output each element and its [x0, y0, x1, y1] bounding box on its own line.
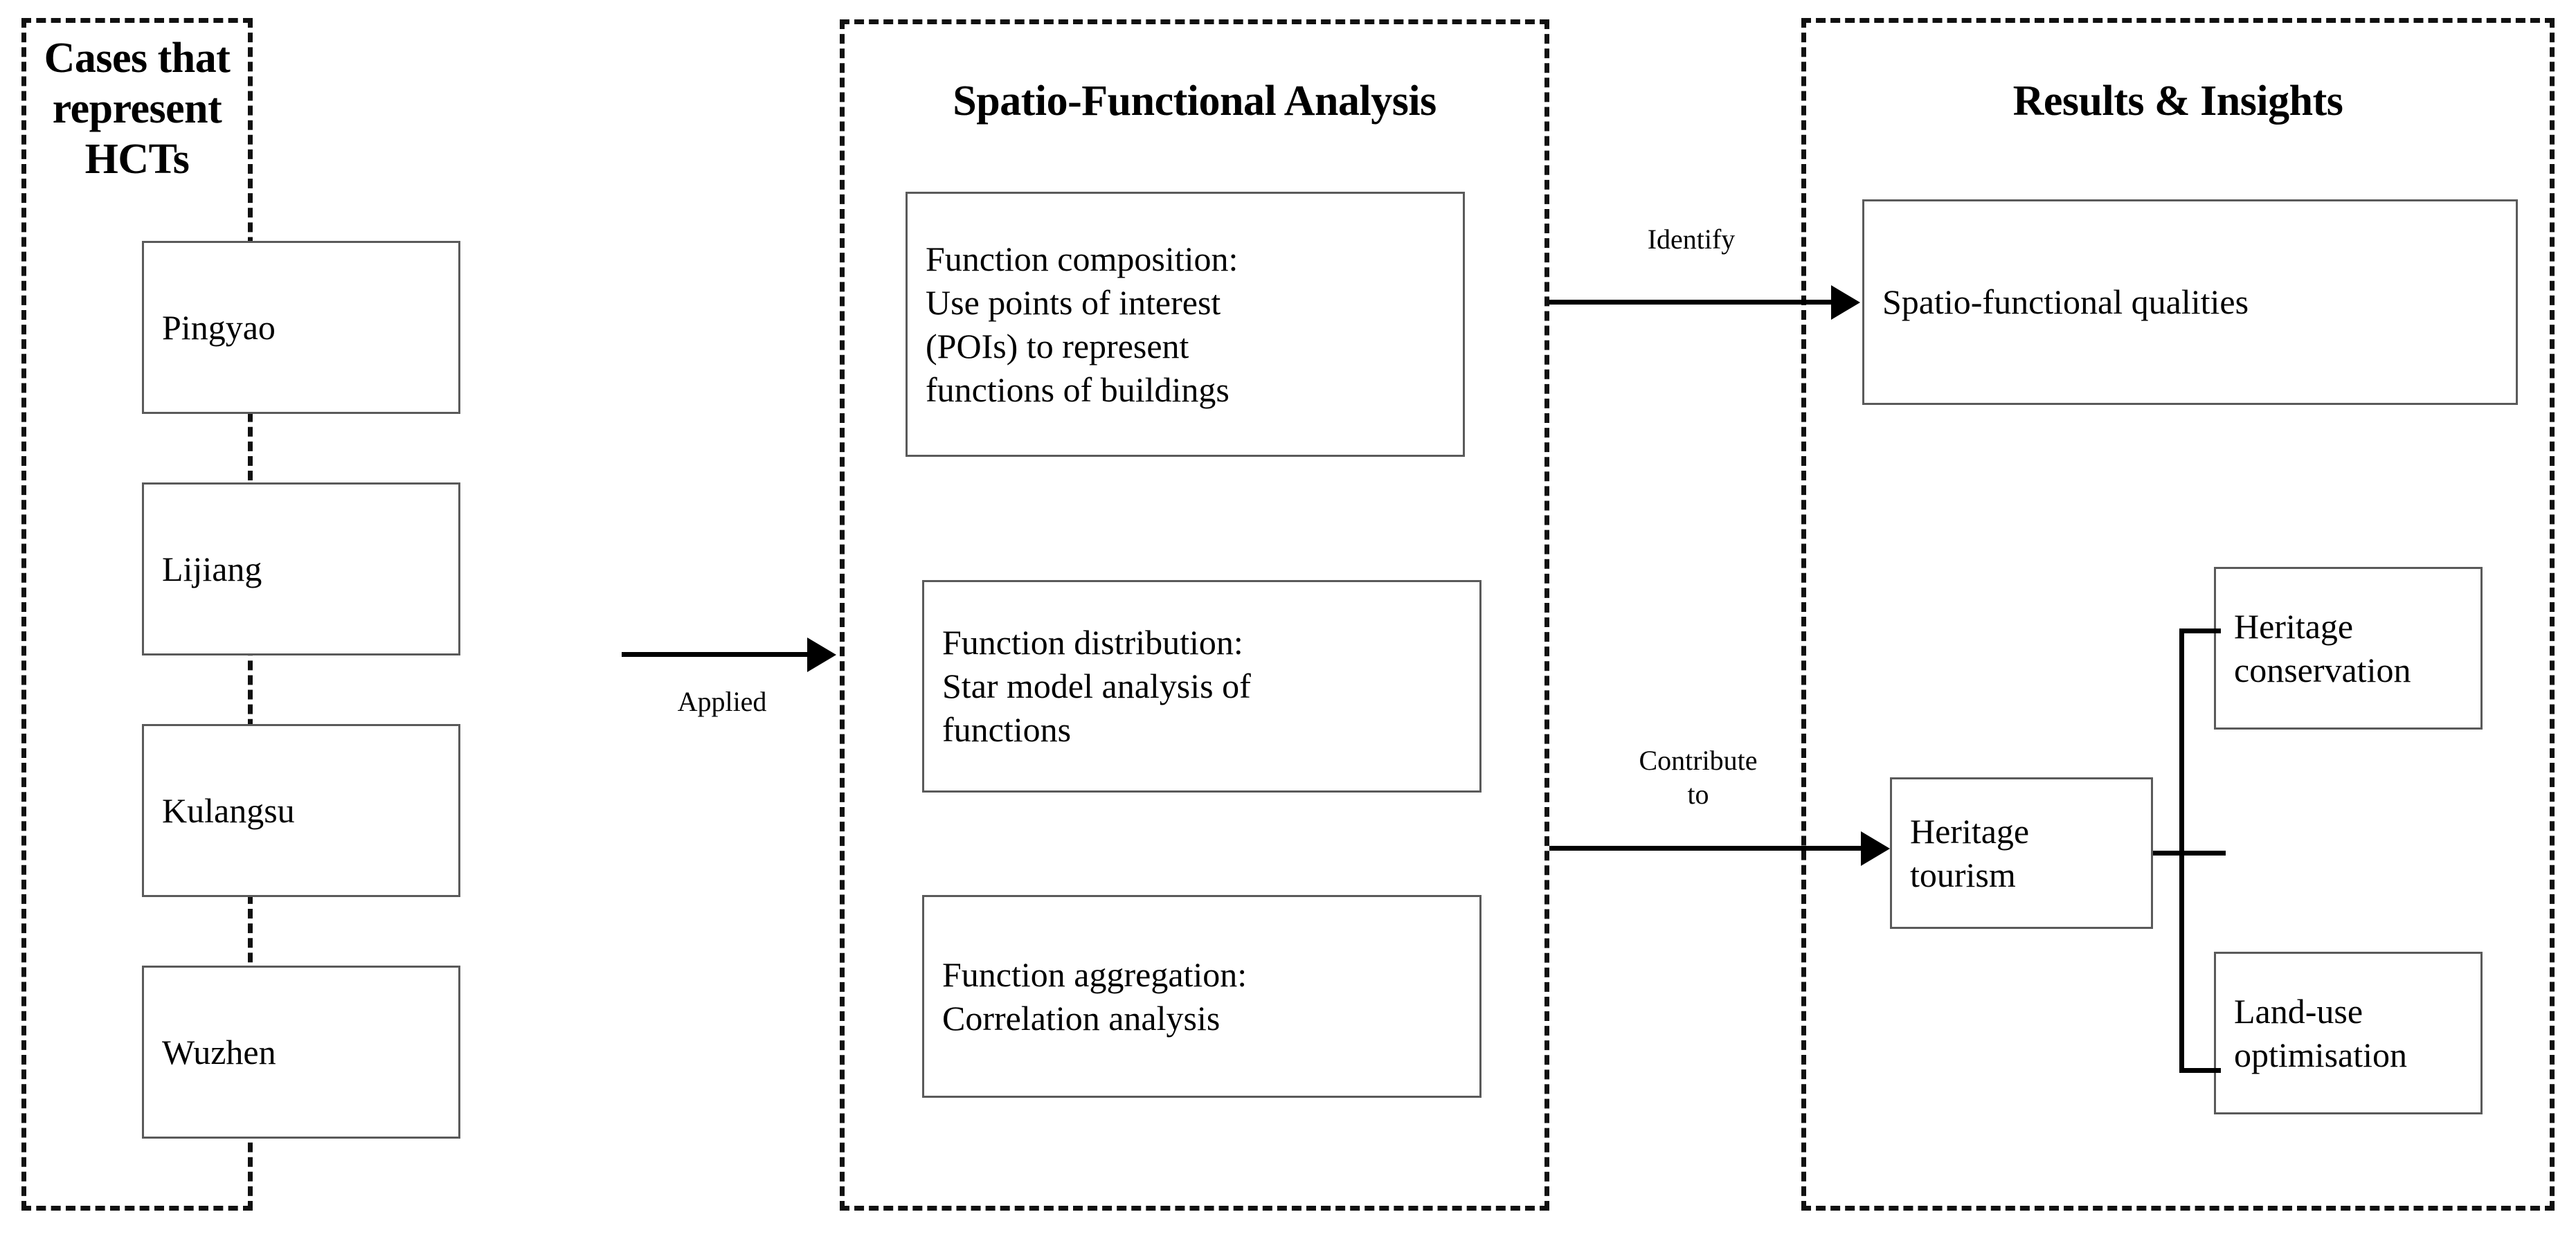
- result-box-heritage-tourism[interactable]: Heritage tourism: [1890, 777, 2153, 929]
- case-box-pingyao[interactable]: Pingyao: [142, 241, 460, 414]
- arrow-contribute-label: Contribute to: [1639, 745, 1758, 810]
- arrow-identify-head: [1831, 285, 1860, 320]
- analysis-box-function-composition-label: Function composition: Use points of inte…: [926, 239, 1239, 409]
- arrow-applied-head: [807, 637, 836, 672]
- arrow-applied-label: Applied: [677, 686, 767, 717]
- result-box-heritage-conservation-label: Heritage conservation: [2234, 606, 2411, 689]
- connector-branch-conservation: [2179, 628, 2221, 633]
- arrow-contribute-head: [1861, 831, 1890, 866]
- case-box-kulangsu-label: Kulangsu: [162, 790, 295, 830]
- analysis-box-function-aggregation[interactable]: Function aggregation: Correlation analys…: [922, 895, 1481, 1098]
- panel-analysis-title: Spatio-Functional Analysis: [953, 78, 1436, 125]
- case-box-wuzhen[interactable]: Wuzhen: [142, 966, 460, 1139]
- result-box-heritage-conservation[interactable]: Heritage conservation: [2214, 567, 2483, 730]
- result-box-spatio-functional-qualities-label: Spatio-functional qualities: [1882, 282, 2249, 321]
- panel-results: [1801, 18, 2555, 1211]
- result-box-land-use-optimisation-label: Land-use optimisation: [2234, 991, 2407, 1074]
- result-box-land-use-optimisation[interactable]: Land-use optimisation: [2214, 952, 2483, 1114]
- arrow-identify-line: [1549, 300, 1833, 305]
- analysis-box-function-distribution[interactable]: Function distribution: Star model analys…: [922, 580, 1481, 793]
- panel-cases-title: Cases that represent HCTs: [44, 35, 231, 183]
- result-box-heritage-tourism-label: Heritage tourism: [1910, 811, 2030, 894]
- case-box-wuzhen-label: Wuzhen: [162, 1032, 276, 1071]
- analysis-box-function-composition[interactable]: Function composition: Use points of inte…: [906, 192, 1465, 457]
- arrow-identify-label: Identify: [1647, 224, 1736, 255]
- arrow-applied-line: [622, 652, 809, 657]
- connector-branch-land-use: [2179, 1068, 2221, 1073]
- arrow-contribute-line: [1549, 846, 1862, 851]
- connector-tourism-spine: [2179, 628, 2184, 1073]
- case-box-kulangsu[interactable]: Kulangsu: [142, 724, 460, 897]
- case-box-pingyao-label: Pingyao: [162, 307, 276, 347]
- analysis-box-function-aggregation-label: Function aggregation: Correlation analys…: [942, 955, 1248, 1038]
- analysis-box-function-distribution-label: Function distribution: Star model analys…: [942, 623, 1251, 749]
- panel-analysis: [840, 19, 1549, 1211]
- panel-results-title: Results & Insights: [2012, 78, 2343, 125]
- result-box-spatio-functional-qualities[interactable]: Spatio-functional qualities: [1862, 199, 2518, 405]
- case-box-lijiang[interactable]: Lijiang: [142, 482, 460, 655]
- case-box-lijiang-label: Lijiang: [162, 549, 262, 588]
- connector-tourism-stem: [2153, 851, 2226, 856]
